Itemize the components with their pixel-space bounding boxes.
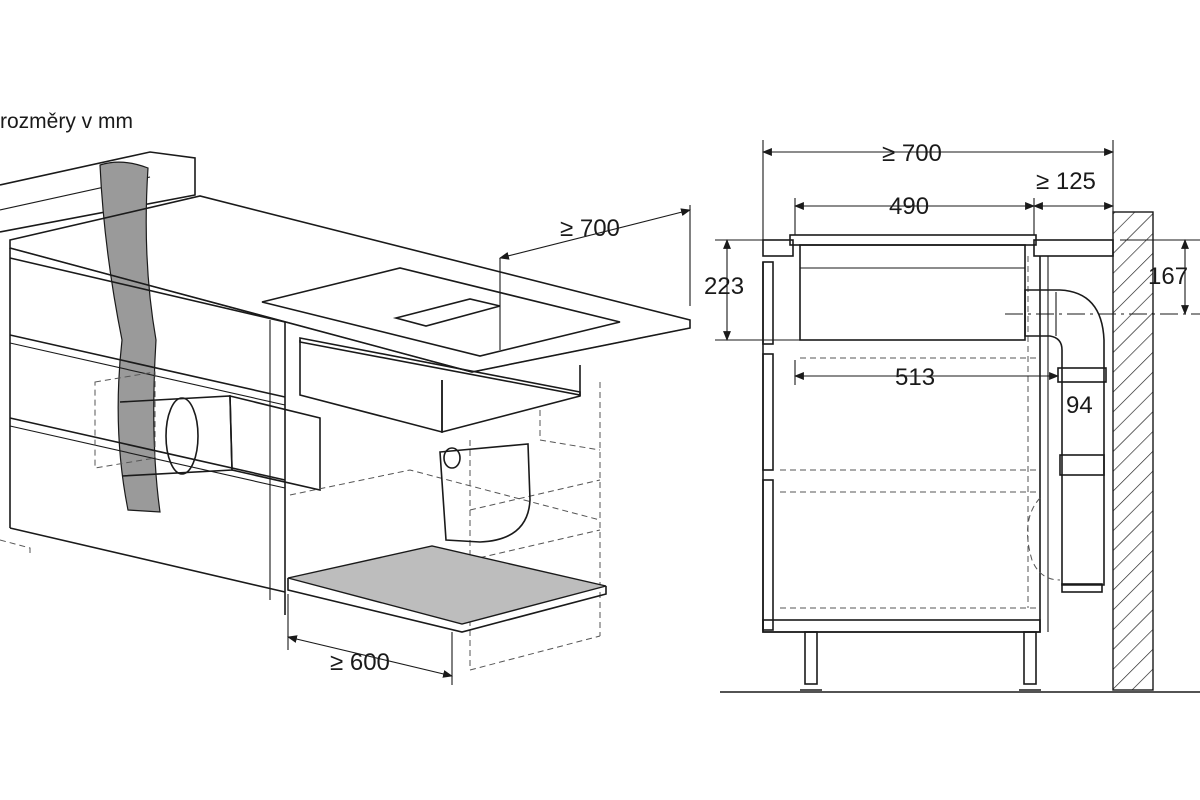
section-duct <box>1024 289 1105 586</box>
perspective-depth-label: ≥ 700 <box>560 215 620 242</box>
section-view: ≥ 700 490 ≥ 125 223 167 513 94 <box>704 140 1200 693</box>
section-duct-offset-label: 513 <box>895 364 935 391</box>
units-caption: rozměry v mm <box>0 110 133 133</box>
hob-glass <box>789 234 1037 246</box>
section-duct-height-label: 167 <box>1148 263 1188 290</box>
section-overall-depth-label: ≥ 700 <box>882 140 942 167</box>
extraction-vent <box>392 298 501 327</box>
hob-unit <box>799 244 1026 341</box>
filter-tray <box>287 545 607 625</box>
section-duct-width-label: 94 <box>1066 392 1093 419</box>
cooktop <box>261 267 621 357</box>
duct-elbow <box>439 443 531 543</box>
section-unit-height-label: 223 <box>704 273 744 300</box>
wall <box>1112 211 1154 691</box>
section-wall-clearance-label: ≥ 125 <box>1036 168 1096 195</box>
perspective-width-label: ≥ 600 <box>330 649 390 676</box>
section-unit-depth-label: 490 <box>889 193 929 220</box>
vertical-duct <box>99 161 161 513</box>
perspective-view: ≥ 700 ≥ 600 <box>0 151 691 685</box>
